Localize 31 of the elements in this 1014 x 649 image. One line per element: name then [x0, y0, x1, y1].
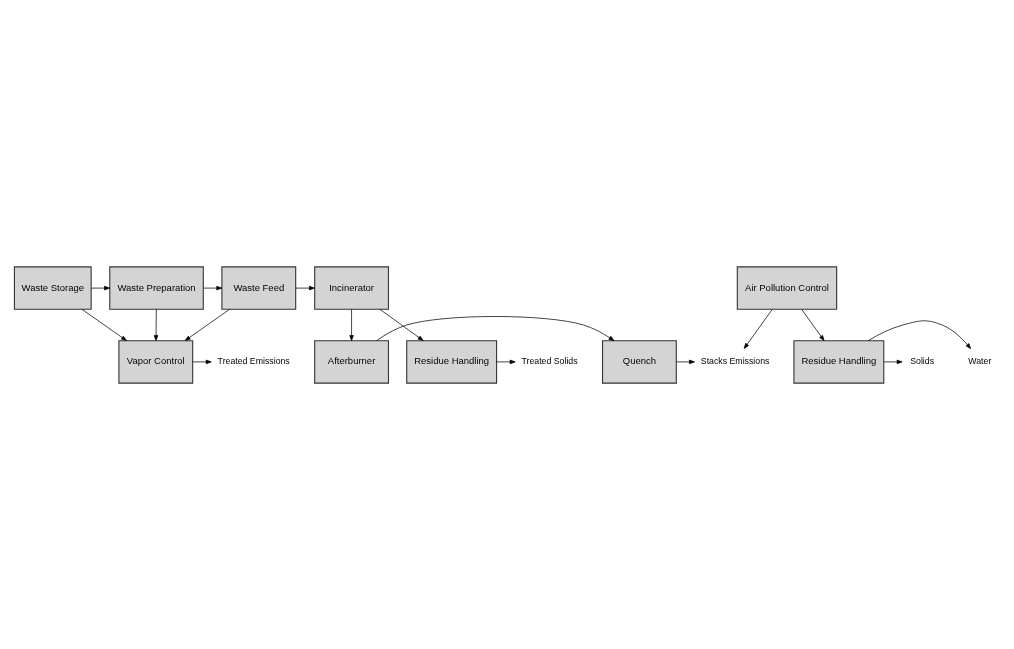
- node-box: Waste Preparation: [109, 265, 204, 310]
- arrow: [496, 359, 516, 364]
- node-box: Residue Handling: [793, 339, 885, 384]
- node-box: Quench: [601, 339, 677, 384]
- arrow: [801, 308, 825, 341]
- arrow: [203, 285, 223, 290]
- arrow: [192, 359, 212, 364]
- node-text: Stacks Emissions: [700, 355, 770, 366]
- arrow: [295, 285, 315, 290]
- node-text: Treated Emissions: [217, 355, 290, 366]
- arrow: [867, 319, 972, 349]
- arrow: [676, 359, 695, 364]
- arrow: [184, 308, 230, 341]
- arrow: [349, 308, 354, 341]
- node-box: Waste Storage: [13, 265, 92, 310]
- node-text: Water: [968, 355, 992, 366]
- arrow: [153, 308, 159, 341]
- node-box: Residue Handling: [406, 339, 498, 384]
- node-text: Solids: [910, 355, 935, 366]
- arrow: [883, 359, 903, 364]
- arrow: [81, 308, 127, 341]
- node-box: Incinerator: [314, 265, 390, 310]
- node-box: Air Pollution Control: [736, 265, 838, 310]
- node-box: Vapor Control: [118, 339, 194, 384]
- arrow: [90, 285, 110, 290]
- node-box: Waste Feed: [221, 265, 297, 310]
- arrow: [376, 315, 615, 341]
- arrow: [379, 308, 424, 341]
- arrow: [743, 308, 773, 349]
- node-text: Treated Solids: [521, 355, 578, 366]
- node-box: Afterburner: [314, 339, 390, 384]
